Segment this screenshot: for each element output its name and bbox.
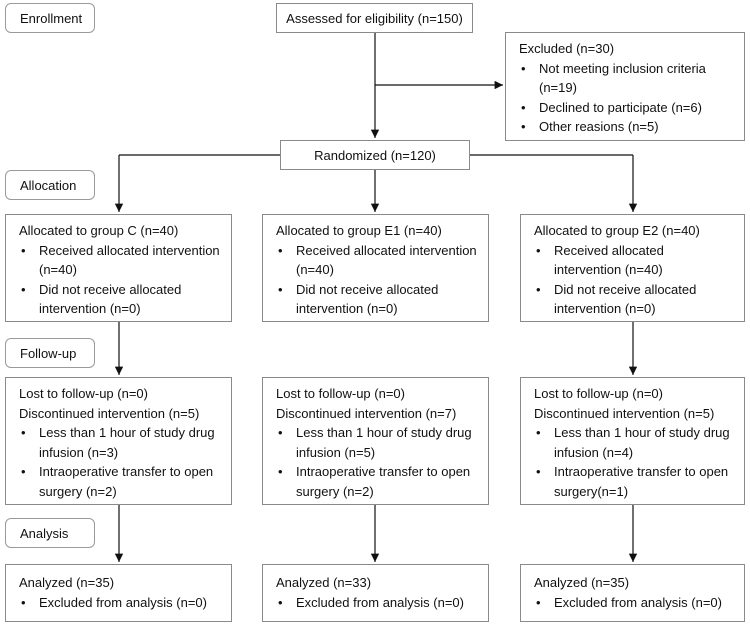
follow-up-line: Discontinued intervention (n=5) [19,405,200,421]
follow-up-item: Intraoperative transfer to open surgery(… [534,462,734,501]
eligibility-text: Assessed for eligibility (n=150) [286,10,463,26]
stage-label-enrollment: Enrollment [5,3,95,33]
analysis-box-group-e1: Analyzed (n=33) Excluded from analysis (… [262,564,489,622]
allocation-item: Received allocated intervention (n=40) [276,241,478,280]
analysis-box-group-c: Analyzed (n=35) Excluded from analysis (… [5,564,232,622]
allocation-item: Received allocated intervention (n=40) [534,241,734,280]
analysis-item: Excluded from analysis (n=0) [276,593,478,613]
analysis-title: Analyzed (n=35) [19,575,115,590]
follow-up-box-group-e2: Lost to follow-up (n=0) Discontinued int… [520,377,745,505]
allocation-item: Did not receive allocated intervention (… [19,280,221,319]
excluded-item: Not meeting inclusion criteria (n=19) [519,59,734,98]
follow-up-box-group-c: Lost to follow-up (n=0) Discontinued int… [5,377,232,505]
analysis-box-group-e2: Analyzed (n=35) Excluded from analysis (… [520,564,745,622]
allocation-title: Allocated to group C (n=40) [19,223,179,238]
excluded-item: Other reasions (n=5) [519,117,734,137]
analysis-title: Analyzed (n=35) [534,575,630,590]
allocation-box-group-e2: Allocated to group E2 (n=40) Received al… [520,214,745,322]
allocation-item: Received allocated intervention (n=40) [19,241,221,280]
analysis-item: Excluded from analysis (n=0) [534,593,734,613]
follow-up-item: Intraoperative transfer to open surgery … [276,462,478,501]
follow-up-item: Less than 1 hour of study drug infusion … [534,423,734,462]
allocation-box-group-c: Allocated to group C (n=40) Received all… [5,214,232,322]
follow-up-box-group-e1: Lost to follow-up (n=0) Discontinued int… [262,377,489,505]
eligibility-box: Assessed for eligibility (n=150) [276,3,473,33]
stage-label-analysis: Analysis [5,518,95,548]
follow-up-item: Less than 1 hour of study drug infusion … [276,423,478,462]
analysis-title: Analyzed (n=33) [276,575,372,590]
follow-up-item: Less than 1 hour of study drug infusion … [19,423,221,462]
excluded-box: Excluded (n=30) Not meeting inclusion cr… [505,32,745,141]
follow-up-line: Lost to follow-up (n=0) [19,386,148,401]
excluded-item: Declined to participate (n=6) [519,98,734,118]
excluded-title: Excluded (n=30) [519,41,615,56]
follow-up-line: Lost to follow-up (n=0) [276,386,405,401]
follow-up-line: Lost to follow-up (n=0) [534,386,663,401]
stage-label-allocation: Allocation [5,170,95,200]
allocation-item: Did not receive allocated intervention (… [276,280,478,319]
follow-up-line: Discontinued intervention (n=5) [534,405,715,421]
randomized-text: Randomized (n=120) [314,147,436,163]
follow-up-line: Discontinued intervention (n=7) [276,405,457,421]
allocation-title: Allocated to group E2 (n=40) [534,223,700,238]
randomized-box: Randomized (n=120) [280,140,470,170]
analysis-item: Excluded from analysis (n=0) [19,593,221,613]
stage-label-follow-up: Follow-up [5,338,95,368]
allocation-box-group-e1: Allocated to group E1 (n=40) Received al… [262,214,489,322]
allocation-item: Did not receive allocated intervention (… [534,280,734,319]
follow-up-item: Intraoperative transfer to open surgery … [19,462,221,501]
allocation-title: Allocated to group E1 (n=40) [276,223,442,238]
